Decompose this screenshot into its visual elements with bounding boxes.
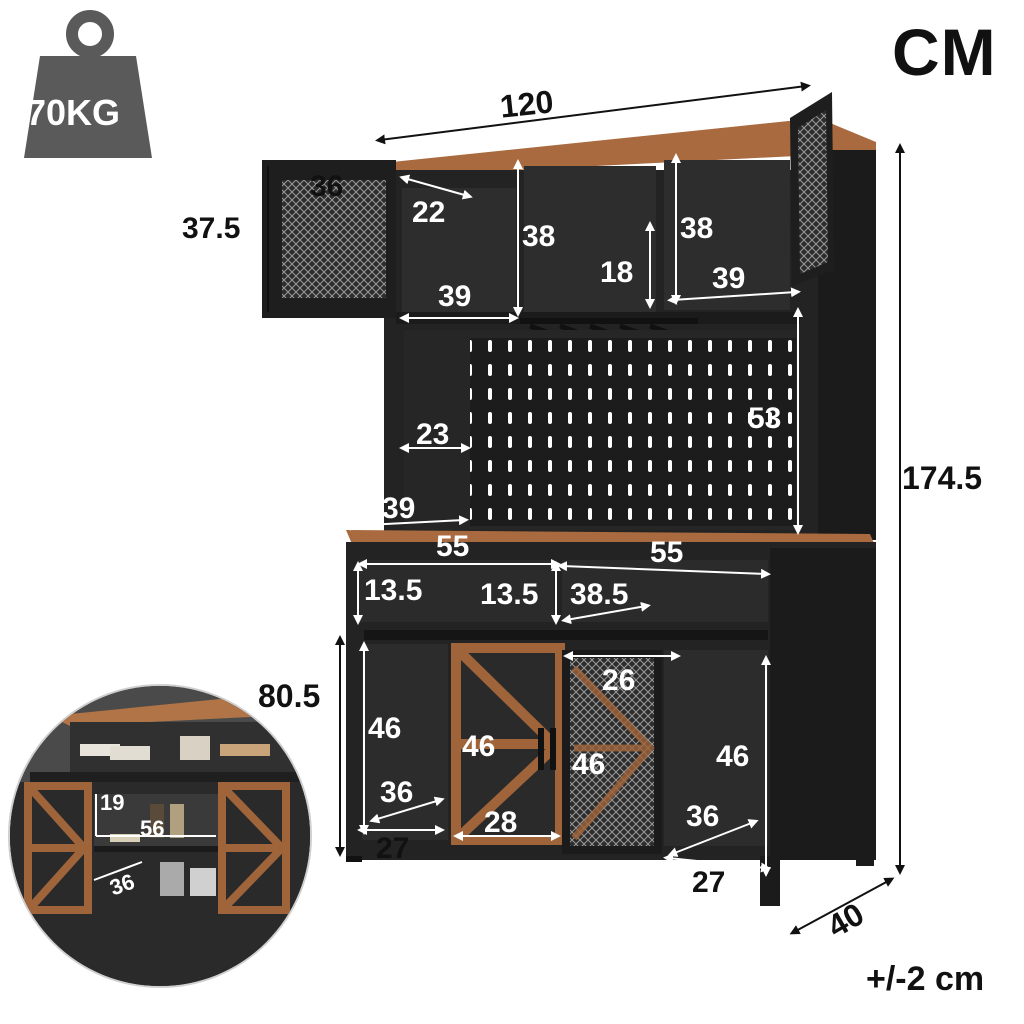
dim-right-bay-depth: 36	[686, 800, 720, 833]
dim-pegboard-height: 53	[748, 402, 782, 435]
unit-label: CM	[892, 15, 997, 89]
dim-drawer-depth: 38.5	[570, 578, 629, 611]
dim-upper-shelf-depth: 22	[412, 196, 446, 229]
dim-drawer-height-mid: 13.5	[480, 578, 539, 611]
dim-overall-height: 174.5	[902, 460, 983, 496]
dim-hutch-depth: 23	[416, 418, 450, 451]
dim-glass-rack-gap: 18	[600, 256, 634, 289]
dim-door-width: 26	[602, 664, 636, 697]
dim-cabinet-mesh-height: 46	[572, 748, 606, 781]
dim-right-bay-width: 27	[692, 866, 726, 899]
dim-counter-depth: 39	[382, 492, 416, 525]
inset-shelf-height: 19	[100, 790, 125, 815]
dim-upper-mid-height-left: 38	[522, 220, 556, 253]
dim-cabinet-left-height: 46	[368, 712, 402, 745]
weight-capacity-label: 70KG	[26, 92, 121, 133]
dim-drawer-height-left: 13.5	[364, 574, 423, 607]
dim-counter-left-width: 55	[436, 530, 470, 563]
dim-cabinet-right-height: 46	[716, 740, 750, 773]
interior-inset: 19 56 36	[8, 684, 312, 988]
dim-counter-right-width: 55	[650, 536, 684, 569]
dim-left-bay-width: 27	[376, 832, 410, 865]
tolerance-note: +/-2 cm	[866, 960, 985, 998]
dim-base-height: 80.5	[258, 678, 321, 714]
dim-mid-bay-width: 28	[484, 806, 518, 839]
dim-upper-door-width: 36	[310, 170, 344, 203]
dim-cabinet-mid-height: 46	[462, 730, 496, 763]
dim-left-bay-depth: 36	[380, 776, 414, 809]
dim-upper-left-width: 39	[438, 280, 472, 313]
dim-upper-door-height: 37.5	[182, 212, 241, 245]
inset-inner-width: 56	[140, 816, 165, 841]
dim-upper-mid-height-right: 38	[680, 212, 714, 245]
upper-right-door	[790, 92, 834, 286]
dimension-lines	[267, 81, 905, 935]
weight-icon: 70KG	[12, 6, 154, 158]
upper-left-door	[262, 160, 396, 318]
dim-upper-right-width: 39	[712, 262, 746, 295]
dim-overall-width: 120	[498, 83, 556, 125]
